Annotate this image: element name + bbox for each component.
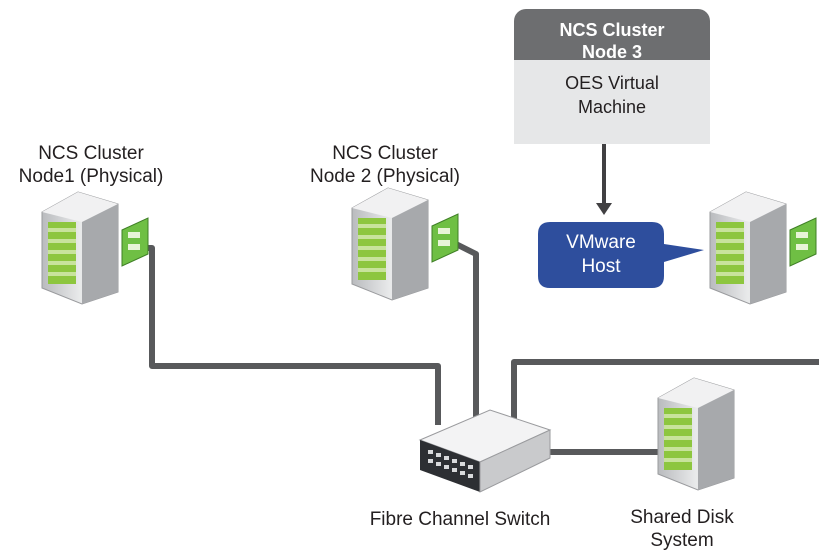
node3-header: NCS Cluster Node 3 bbox=[514, 9, 710, 62]
fibre-switch-icon bbox=[418, 409, 552, 493]
node1-label-line2: Node1 (Physical) bbox=[18, 166, 164, 187]
cable-host-switch bbox=[511, 359, 819, 422]
arrow-node3-to-host bbox=[596, 144, 612, 215]
vmware-host-text: VMware Host bbox=[538, 222, 664, 288]
cable-node2-switch bbox=[454, 241, 479, 421]
node2-label-line1: NCS Cluster bbox=[332, 143, 438, 164]
vmware-host-line1: VMware bbox=[566, 232, 636, 253]
node3-body-line2: Machine bbox=[577, 97, 647, 117]
node1-label-line1: NCS Cluster bbox=[38, 143, 144, 164]
fibre-cables bbox=[143, 241, 819, 455]
shared-disk-label-line2: System bbox=[650, 530, 714, 551]
vmware-host-line2: Host bbox=[581, 256, 621, 277]
switch-label: Fibre Channel Switch bbox=[369, 509, 551, 530]
node2-label-line2: Node 2 (Physical) bbox=[310, 166, 460, 187]
node3-title-line2: Node 3 bbox=[581, 42, 642, 62]
vmware-host-bubble bbox=[538, 222, 704, 288]
shared-disk-label: Shared Disk System bbox=[612, 506, 752, 552]
vmware-host-server-icon bbox=[709, 191, 817, 305]
node3-card: NCS Cluster Node 3 OES Virtual Machine bbox=[514, 9, 710, 144]
node2-label: NCS Cluster Node 2 (Physical) bbox=[300, 142, 470, 188]
shared-disk-server-icon bbox=[657, 377, 735, 491]
node1-server-icon bbox=[41, 191, 149, 305]
shared-disk-label-line1: Shared Disk bbox=[630, 507, 734, 528]
node3-title-line1: NCS Cluster bbox=[559, 20, 665, 40]
cable-node1-switch bbox=[143, 245, 441, 425]
node3-body-line1: OES Virtual bbox=[565, 73, 659, 93]
vmware-host: VMware Host bbox=[538, 222, 664, 288]
node1-label: NCS Cluster Node1 (Physical) bbox=[6, 142, 176, 188]
node2-server-icon bbox=[351, 187, 459, 301]
node3-body: OES Virtual Machine bbox=[514, 60, 710, 144]
